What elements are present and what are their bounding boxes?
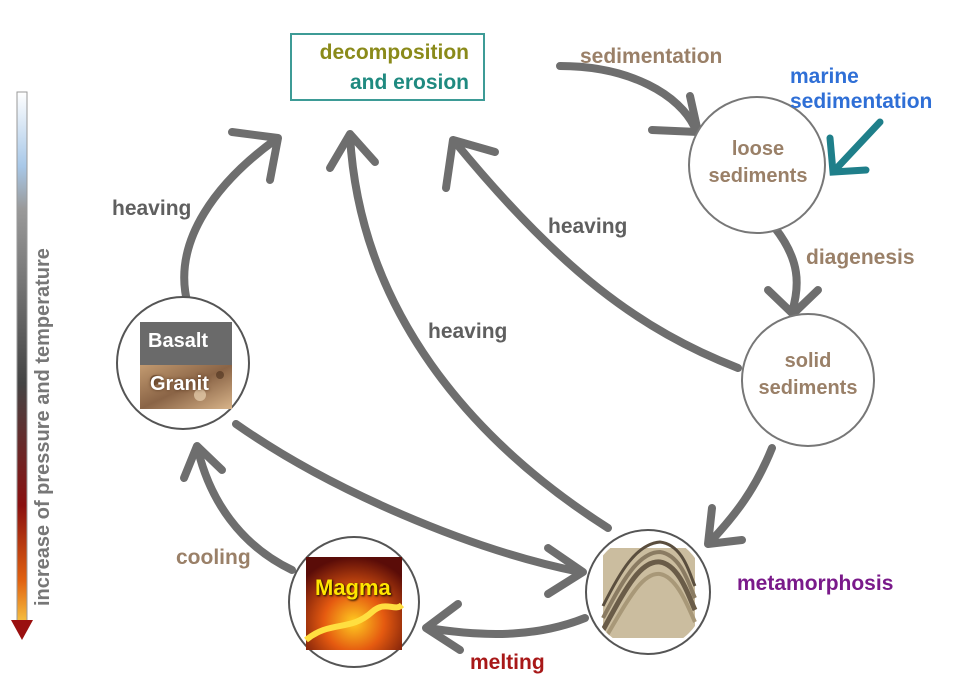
heaving-mid-label: heaving: [428, 320, 508, 343]
sedimentation-arrow: [556, 62, 699, 132]
pressure-temperature-axis-label: increase of pressure and temperature: [32, 248, 54, 606]
magma-image: [304, 557, 405, 650]
diagenesis-arrow: [771, 224, 801, 316]
cooling-label: cooling: [176, 546, 251, 569]
marine-label: marine: [790, 65, 859, 88]
basalt-image: [140, 322, 232, 365]
melting-arrow: [424, 614, 589, 638]
solid-sediments-label: solid sediments: [758, 350, 858, 399]
metamorphic-rock-image: [600, 540, 698, 644]
granite-label: Granit: [150, 373, 209, 395]
decomposition-erosion-box: decomposition and erosion: [290, 33, 485, 101]
diagenesis-label: diagenesis: [806, 246, 915, 269]
melting-label: melting: [470, 651, 545, 674]
cooling-arrowhead: [180, 442, 226, 482]
solid-to-meta-arrowhead: [704, 504, 746, 548]
loose-sediments-node: [688, 96, 826, 234]
marine-sedimentation-label: sedimentation: [790, 90, 933, 113]
heaving-left-label: heaving: [112, 197, 192, 220]
heaving-mid-arrowhead: [326, 130, 379, 172]
cooling-arrow: [194, 446, 296, 574]
marine-sedimentation-arrow: [826, 118, 884, 176]
igneous-to-meta-arrow: [232, 420, 584, 576]
sedimentation-label: sedimentation: [580, 45, 723, 68]
heaving-left-arrow: [180, 136, 279, 309]
heaving-left-arrowhead: [228, 128, 282, 184]
pressure-temperature-bar: [11, 91, 33, 640]
erosion-label: and erosion: [349, 71, 469, 94]
heaving-mid-arrow: [346, 132, 612, 532]
igneous-to-meta-arrowhead: [544, 544, 587, 598]
granite-image: [140, 365, 232, 409]
magma-label: Magma: [315, 575, 391, 600]
heaving-right-arrowhead: [442, 136, 499, 192]
diagenesis-arrowhead: [764, 286, 822, 318]
solid-to-meta-arrow: [708, 444, 776, 544]
metamorphosis-label: metamorphosis: [737, 572, 894, 595]
basalt-label: Basalt: [148, 330, 209, 352]
heaving-right-arrow: [451, 138, 742, 372]
solid-sediments-node: [741, 313, 875, 447]
loose-sediments-label: loose sediments: [708, 138, 808, 187]
melting-arrowhead: [422, 600, 464, 654]
heaving-right-label: heaving: [548, 215, 628, 238]
decomposition-label: decomposition: [319, 41, 469, 64]
